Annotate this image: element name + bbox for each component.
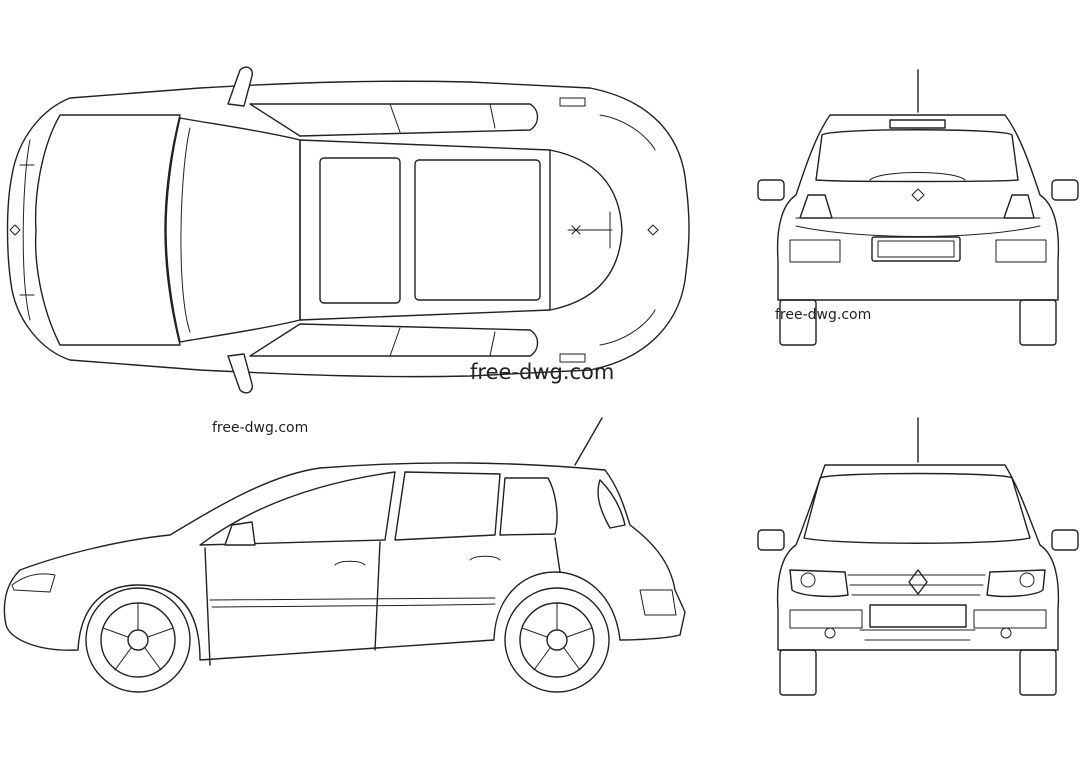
front-tire-left — [779, 649, 817, 696]
rear-body-outline — [776, 114, 1060, 301]
rear-mirror-left — [757, 179, 785, 201]
front-headlight-left — [789, 569, 849, 598]
side-window-rear — [499, 477, 558, 536]
front-badge — [908, 569, 928, 595]
top-window-strip-upper — [249, 103, 539, 137]
side-window-front — [199, 471, 396, 546]
side-door-lines — [204, 537, 561, 666]
side-rear-quarter-glass — [597, 479, 626, 529]
side-front-tire — [85, 587, 191, 693]
rear-tail-light-left — [799, 194, 833, 219]
top-window-strip-lower — [249, 323, 539, 357]
top-roof — [299, 139, 551, 321]
front-license-plate — [869, 604, 967, 628]
rear-brake-light — [889, 119, 946, 129]
front-body-outline — [776, 464, 1060, 651]
top-mirror-upper — [227, 66, 254, 107]
side-antenna — [574, 417, 603, 466]
rear-mirror-right — [1051, 179, 1079, 201]
side-body-outline — [3, 462, 686, 661]
top-front-badge — [9, 224, 21, 236]
side-mirror — [224, 521, 256, 546]
side-taillight — [639, 589, 677, 616]
rear-tail-light-right — [1003, 194, 1035, 219]
front-grille — [847, 574, 986, 596]
top-hood — [34, 114, 181, 346]
front-mirror-left — [757, 529, 785, 551]
top-mirror-lower — [227, 353, 254, 394]
rear-view — [757, 69, 1079, 346]
sunroof-rear — [414, 159, 541, 301]
side-rear-tire — [504, 587, 610, 693]
rear-tire-right — [1019, 299, 1057, 346]
rear-badge — [911, 188, 925, 202]
front-tire-right — [1019, 649, 1057, 696]
top-view — [6, 66, 690, 394]
watermark-rear-view: free-dwg.com — [775, 307, 872, 323]
watermark-side-view: free-dwg.com — [212, 420, 309, 436]
rear-tire-left — [779, 299, 817, 346]
side-window-middle — [394, 471, 501, 541]
side-headlight — [11, 573, 56, 593]
front-headlight-right — [986, 569, 1046, 598]
side-door-handles — [334, 555, 501, 566]
top-body-outline — [6, 80, 690, 378]
side-view — [3, 417, 686, 693]
rear-window — [815, 129, 1019, 183]
top-rear-badge — [647, 224, 659, 236]
rear-license-plate — [871, 236, 961, 262]
sunroof-front — [319, 157, 401, 304]
front-view — [757, 417, 1079, 696]
front-windshield — [803, 472, 1031, 544]
front-mirror-right — [1051, 529, 1079, 551]
top-windshield — [165, 117, 301, 343]
top-rear-hatch — [549, 149, 623, 311]
watermark-top-center: free-dwg.com — [470, 360, 615, 384]
